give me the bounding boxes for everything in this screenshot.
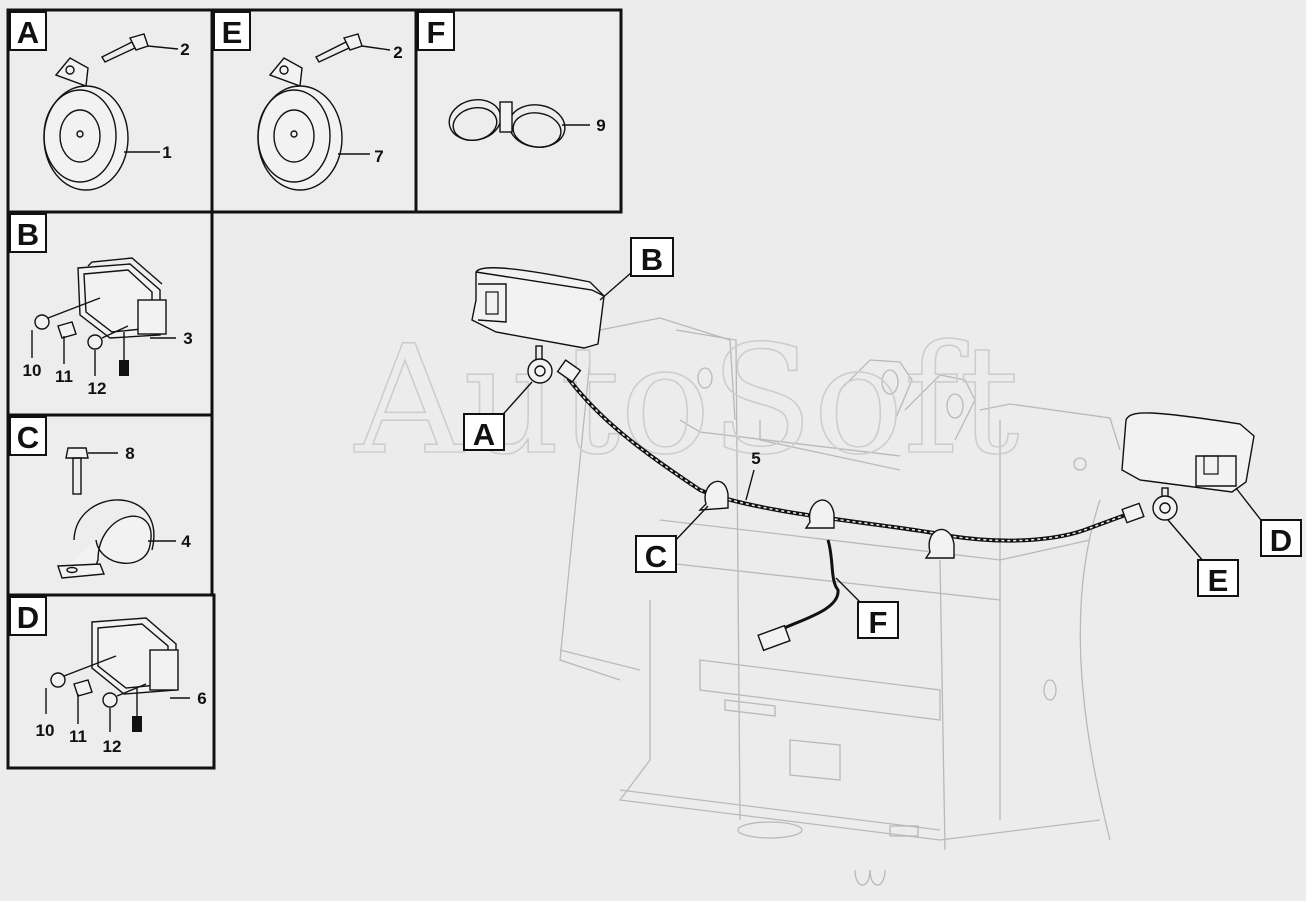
callout-9: 9 xyxy=(596,116,605,135)
panel-E: E 2 7 xyxy=(210,8,418,214)
lamp-bulb-icon xyxy=(73,679,147,708)
callout-11: 11 xyxy=(69,727,87,746)
p-clamp-1 xyxy=(698,480,729,511)
callout-3: 3 xyxy=(183,329,192,348)
p-clamp-icon xyxy=(57,499,155,579)
bolt-icon xyxy=(65,447,89,495)
callout-2: 2 xyxy=(393,43,402,62)
callout-12: 12 xyxy=(103,737,122,756)
bolt-icon xyxy=(101,33,149,63)
callout-12: 12 xyxy=(88,379,107,398)
panel-letter: F xyxy=(427,15,446,50)
svg-text:D: D xyxy=(1270,523,1292,558)
panel-letter: A xyxy=(17,15,39,50)
screw-icon xyxy=(34,297,101,330)
callout-1: 1 xyxy=(162,143,171,162)
svg-text:A: A xyxy=(473,417,495,452)
label-E: E xyxy=(1167,519,1239,598)
callout-5: 5 xyxy=(751,449,760,468)
work-lamp-right xyxy=(1121,412,1255,493)
p-clamp-3 xyxy=(924,528,955,559)
panel-letter: B xyxy=(17,217,39,252)
label-C: C xyxy=(635,505,709,574)
machine-frame xyxy=(559,317,1121,886)
panel-F: F 9 xyxy=(414,8,623,214)
screw-icon xyxy=(50,655,117,688)
panel-letter: D xyxy=(17,600,39,635)
work-lamp-left xyxy=(471,267,605,349)
panel-letter: C xyxy=(17,420,39,455)
panel-C: C 8 4 xyxy=(6,413,214,597)
svg-text:E: E xyxy=(1208,563,1229,598)
callout-2: 2 xyxy=(180,40,189,59)
p-clamp-2 xyxy=(804,499,835,529)
callout-10: 10 xyxy=(23,361,42,380)
panel-B: B 3 10 11 12 xyxy=(6,210,214,417)
panel-A: A 2 1 xyxy=(6,8,214,214)
double-cable-tie-icon xyxy=(448,99,566,148)
lamp-unit-icon xyxy=(91,617,179,732)
label-D: D xyxy=(1235,487,1302,558)
callout-10: 10 xyxy=(36,721,55,740)
label-B: B xyxy=(599,237,674,301)
horn-left xyxy=(527,345,553,384)
callout-11: 11 xyxy=(55,367,73,386)
lamp-bulb-icon xyxy=(57,321,129,350)
svg-text:F: F xyxy=(869,605,888,640)
label-A: A xyxy=(463,381,533,452)
horn-icon xyxy=(257,57,343,191)
panel-D: D 6 10 11 12 xyxy=(6,593,216,770)
horn-icon xyxy=(43,57,129,191)
callout-7: 7 xyxy=(374,147,383,166)
panel-letter: E xyxy=(222,15,243,50)
callout-4: 4 xyxy=(181,532,191,551)
horn-right xyxy=(1152,487,1178,521)
callout-8: 8 xyxy=(125,444,134,463)
callout-6: 6 xyxy=(197,689,206,708)
lamp-unit-icon xyxy=(77,257,167,376)
label-F: F xyxy=(835,577,899,640)
svg-text:B: B xyxy=(641,242,663,277)
svg-text:C: C xyxy=(645,539,667,574)
watermark: AutoSoft xyxy=(354,314,1019,488)
